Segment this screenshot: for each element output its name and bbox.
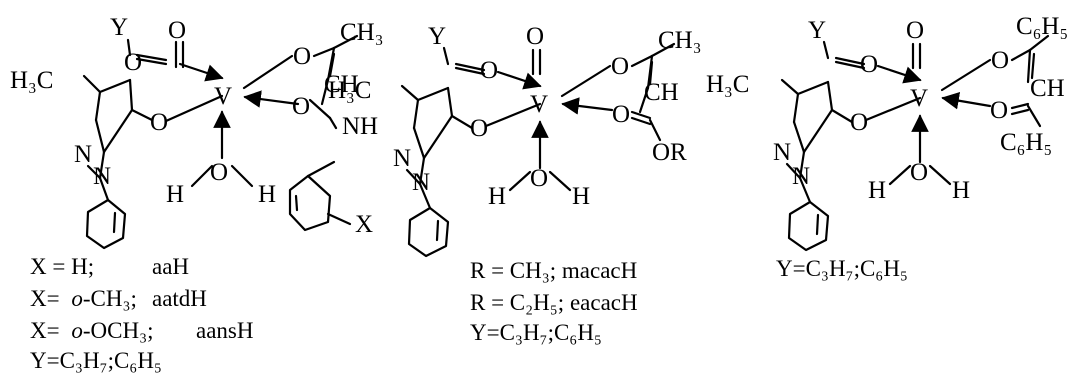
structure-1-atoms: H₃C Y O O O V O CH₃ CH O N N O H H NH X [10, 14, 383, 238]
structure-3: H₃C Y O O O V O C₆H₅ CH O C₆H₅ N N O H H… [706, 13, 1068, 281]
s3-n1: N [773, 139, 791, 166]
s1-o-top: O [168, 17, 186, 44]
s1-legend-line4: Y=C₃H₇;C₆H₅ [30, 348, 162, 373]
s3-c6h5-bottom: C₆H₅ [1000, 129, 1052, 156]
s2-o-top: O [526, 23, 544, 50]
s1-nh: NH [342, 113, 378, 140]
s3-h-water-left: H [868, 177, 886, 204]
structure-2: H₃C Y O O O V O CH₃ CH O OR N N O H H R … [328, 23, 701, 345]
s2-legend-line3: Y=C₃H₇;C₆H₅ [470, 320, 602, 345]
s1-x-sub: X [355, 211, 373, 238]
s1-n2: N [93, 163, 111, 190]
structure-1-bonds [82, 34, 359, 250]
structure-3-atoms: H₃C Y O O O V O C₆H₅ CH O C₆H₅ N N O H H [706, 13, 1068, 204]
s3-c6h5-top: C₆H₅ [1016, 13, 1068, 40]
s2-n2: N [412, 169, 430, 196]
s2-n1: N [393, 145, 411, 172]
structure-3-legend: Y=C₃H₇;C₆H₅ [776, 256, 908, 281]
s2-o-water: O [530, 165, 548, 192]
s1-o-acac-top: O [293, 43, 311, 70]
s2-h-water-right: H [572, 183, 590, 210]
s3-o-acac-top: O [991, 47, 1009, 74]
s3-vanadium: V [910, 85, 928, 112]
s1-legend-line2: X= o-CH₃; [30, 286, 137, 311]
s1-legend-line3: X= o-OCH₃; [30, 318, 153, 343]
s1-ch3: CH₃ [340, 19, 383, 46]
s3-o-pyrazolone: O [850, 109, 868, 136]
s1-o-acac-bottom: O [292, 93, 310, 120]
s2-h3c: H₃C [328, 77, 371, 104]
s2-or: OR [652, 139, 687, 166]
s1-vanadium: V [214, 83, 232, 110]
structure-2-legend: R = CH₃; macacH R = C₂H₅; eacacH Y=C₃H₇;… [470, 258, 638, 345]
structure-1: H₃C Y O O O V O CH₃ CH O N N O H H NH X … [10, 14, 383, 373]
structure-2-bonds [400, 42, 676, 258]
s3-o-acac-bottom: O [990, 97, 1008, 124]
s3-ch: CH [1030, 75, 1065, 102]
s1-o-water: O [210, 159, 228, 186]
s2-ch3: CH₃ [658, 27, 701, 54]
s3-y-label: Y [808, 17, 826, 44]
s2-legend-line2: R = C₂H₅; eacacH [470, 290, 638, 315]
s1-legend-line1-code: aaH [152, 254, 189, 279]
s3-o-top: O [906, 17, 924, 44]
s1-o-pyrazolone: O [150, 109, 168, 136]
s1-h-water-right: H [258, 181, 276, 208]
s1-legend-line2-code: aatdH [152, 286, 207, 311]
s1-y-label: Y [110, 14, 128, 41]
structure-1-legend: X = H; aaH X= o-CH₃; aatdH X= o-OCH₃; aa… [30, 254, 253, 373]
structure-3-bonds [780, 34, 1050, 252]
s2-o-pyrazolone: O [470, 115, 488, 142]
s1-n1: N [74, 141, 92, 168]
structure-2-atoms: H₃C Y O O O V O CH₃ CH O OR N N O H H [328, 23, 701, 210]
s1-h-water-left: H [166, 181, 184, 208]
s1-ch: CH [324, 71, 359, 98]
s3-n2: N [792, 163, 810, 190]
s2-o-carbonyl: O [480, 57, 498, 84]
s3-h3c: H₃C [706, 71, 749, 98]
s2-o-acac-top: O [611, 53, 629, 80]
s1-o-carbonyl: O [124, 49, 142, 76]
s3-legend-line1: Y=C₃H₇;C₆H₅ [776, 256, 908, 281]
s1-h3c: H₃C [10, 67, 53, 94]
s2-y-label: Y [428, 23, 446, 50]
s3-o-carbonyl: O [860, 51, 878, 78]
s2-legend-line1: R = CH₃; macacH [470, 258, 637, 283]
s3-o-water: O [910, 159, 928, 186]
s2-vanadium: V [530, 91, 548, 118]
s3-h-water-right: H [952, 177, 970, 204]
s2-ch: CH [644, 79, 679, 106]
s1-legend-line3-code: aansH [196, 318, 253, 343]
s2-o-acac-bottom: O [612, 101, 630, 128]
s2-h-water-left: H [488, 183, 506, 210]
s1-legend-line1-label: X = H; [30, 254, 94, 279]
